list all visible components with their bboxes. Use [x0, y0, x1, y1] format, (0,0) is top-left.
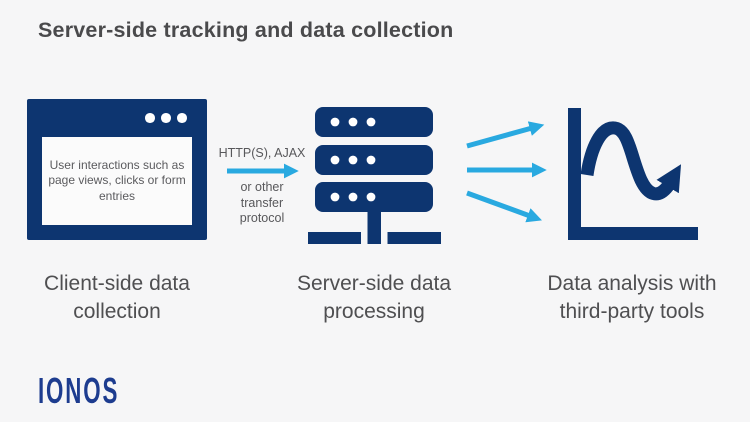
- arrow-right-icon: [227, 163, 299, 179]
- server-stack-icon: [308, 107, 441, 244]
- caption-data-analysis: Data analysis with third-party tools: [547, 272, 717, 323]
- browser-dot-icon: [145, 113, 155, 123]
- caption-client-side: Client-side data collection: [44, 272, 190, 323]
- browser-viewport: User interactions such as page views, cl…: [42, 137, 192, 225]
- page-title: Server-side tracking and data collection: [38, 18, 454, 42]
- ionos-logo: IONOS: [38, 370, 120, 411]
- line-chart-arrow-icon: [568, 108, 698, 240]
- browser-dot-icon: [177, 113, 187, 123]
- fan-arrows-icon: [466, 121, 547, 223]
- browser-viewport-text: User interactions such as page views, cl…: [48, 157, 186, 203]
- transfer-protocol-label: HTTP(S), AJAX: [218, 146, 306, 160]
- caption-server-side: Server-side data processing: [296, 272, 452, 323]
- browser-window-icon: User interactions such as page views, cl…: [27, 99, 207, 240]
- browser-dot-icon: [161, 113, 171, 123]
- transfer-alt-label: or other transfer protocol: [239, 180, 285, 225]
